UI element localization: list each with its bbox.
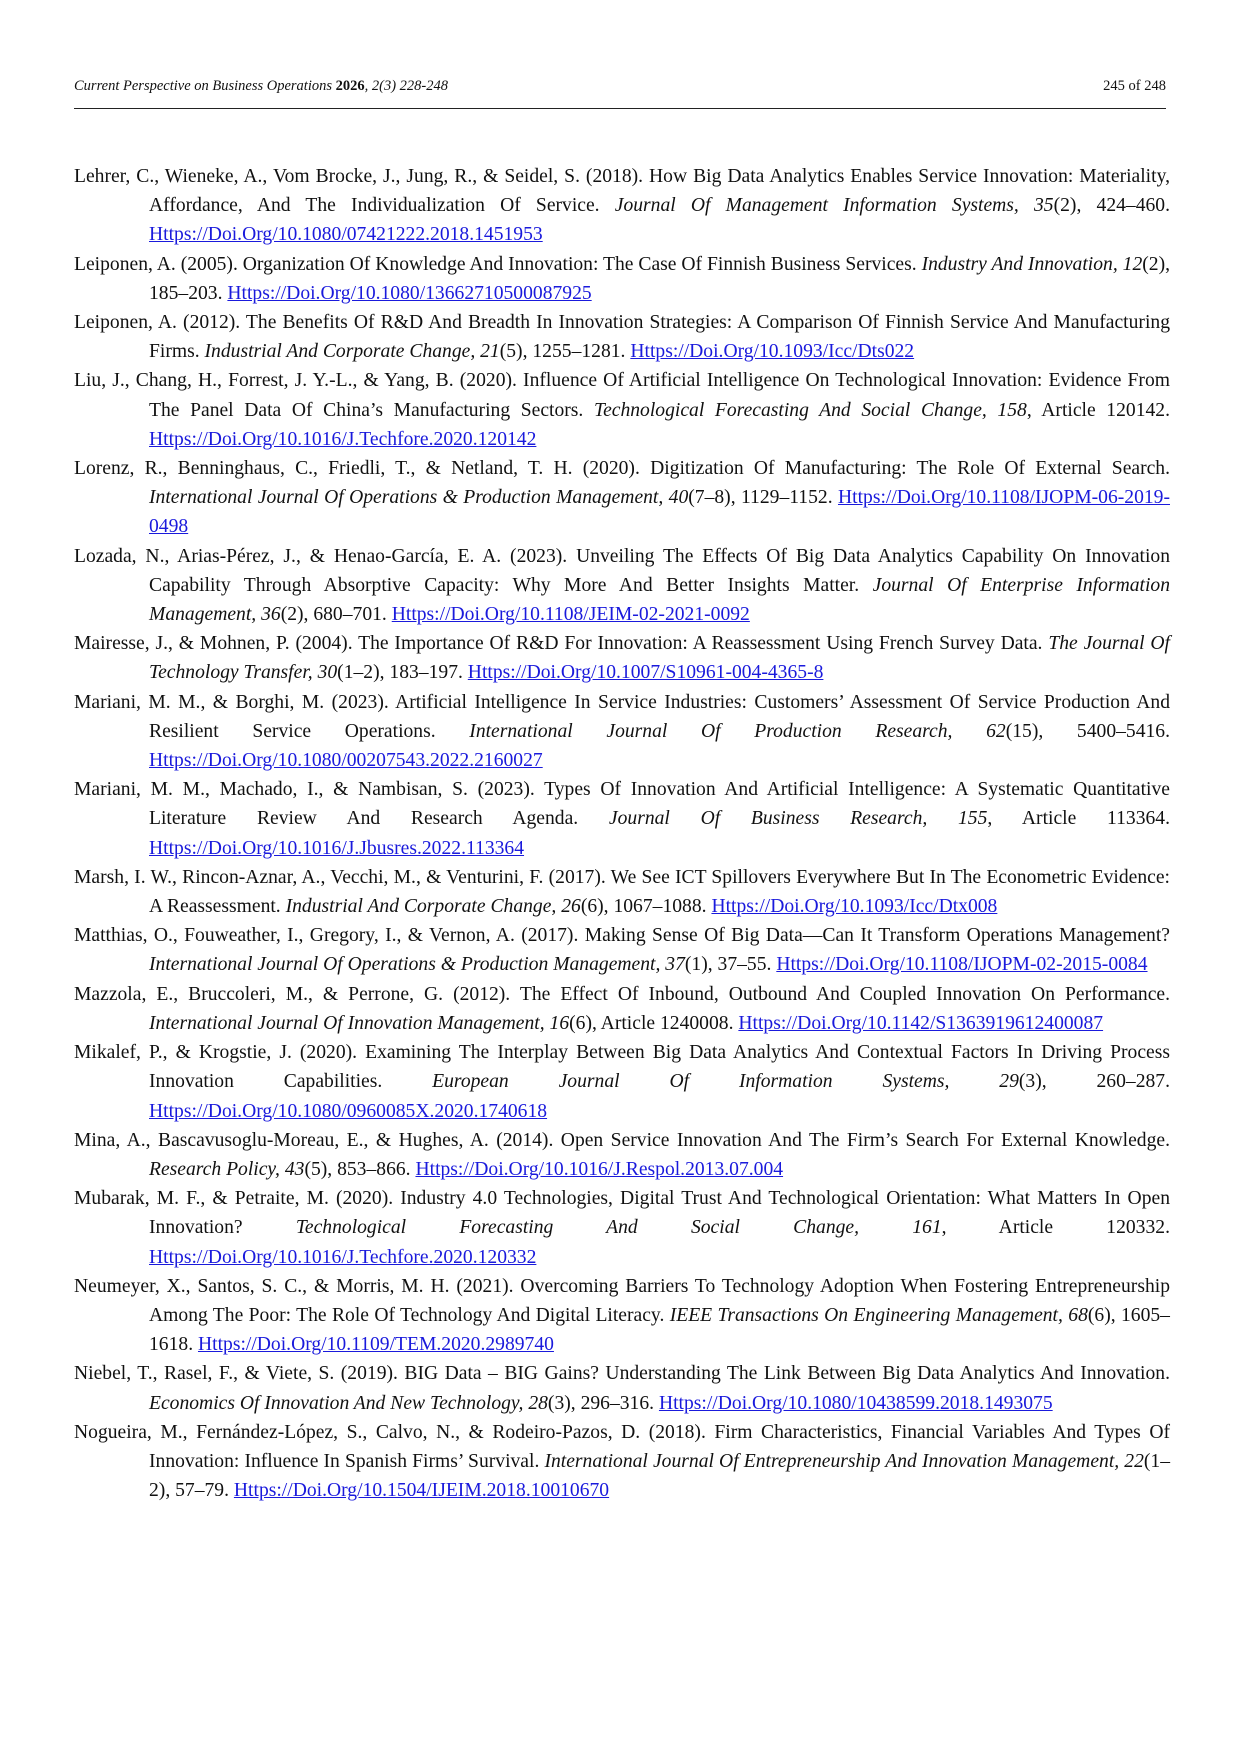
reference-entry: Leiponen, A. (2012). The Benefits Of R&D…: [74, 308, 1170, 366]
doi-link[interactable]: Https://Doi.Org/10.1016/J.Techfore.2020.…: [149, 428, 537, 450]
reference-entry: Neumeyer, X., Santos, S. C., & Morris, M…: [74, 1272, 1170, 1360]
doi-link[interactable]: Https://Doi.Org/10.1109/TEM.2020.2989740: [197, 1334, 554, 1356]
doi-link[interactable]: Https://Doi.Org/10.1108/IJOPM-06-2019-04…: [149, 487, 1170, 538]
reference-authors-title: Marsh, I. W., Rincon-Aznar, A., Vecchi, …: [74, 866, 1170, 918]
doi-link[interactable]: Https://Doi.Org/10.1080/0960085X.2020.17…: [149, 1100, 548, 1122]
reference-entry: Lozada, N., Arias-Pérez, J., & Henao-Gar…: [74, 542, 1170, 630]
reference-entry: Matthias, O., Fouweather, I., Gregory, I…: [74, 921, 1170, 979]
reference-details: (5), 853–866.: [304, 1158, 416, 1180]
reference-details: (15), 5400–5416.: [1005, 720, 1171, 742]
reference-details: (2), 424–460.: [1053, 195, 1171, 217]
reference-entry: Lorenz, R., Benninghaus, C., Friedli, T.…: [74, 454, 1170, 542]
doi-link[interactable]: Https://Doi.Org/10.1016/J.Techfore.2020.…: [149, 1246, 537, 1268]
reference-source: Journal Of Management Information System…: [614, 195, 1054, 217]
reference-authors-title: Niebel, T., Rasel, F., & Viete, S. (2019…: [74, 1363, 1170, 1385]
doi-link[interactable]: Https://Doi.Org/10.1093/Icc/Dts022: [630, 341, 915, 363]
reference-entry: Mariani, M. M., & Borghi, M. (2023). Art…: [74, 688, 1170, 776]
reference-entry: Mikalef, P., & Krogstie, J. (2020). Exam…: [74, 1038, 1170, 1126]
reference-authors-title: Leiponen, A. (2005). Organization Of Kno…: [74, 253, 922, 275]
reference-source: IEEE Transactions On Engineering Managem…: [669, 1304, 1088, 1326]
journal-title: Current Perspective on Business Operatio…: [74, 78, 333, 94]
reference-authors-title: Liu, J., Chang, H., Forrest, J. Y.-L., &…: [74, 370, 1170, 421]
reference-entry: Nogueira, M., Fernández-López, S., Calvo…: [74, 1418, 1170, 1506]
reference-details: (6), Article 1240008.: [569, 1012, 739, 1034]
reference-authors-title: Mina, A., Bascavusoglu-Moreau, E., & Hug…: [74, 1129, 1170, 1151]
reference-source: Industrial And Corporate Change, 21: [204, 341, 500, 363]
reference-entry: Niebel, T., Rasel, F., & Viete, S. (2019…: [74, 1359, 1170, 1417]
reference-entry: Mariani, M. M., Machado, I., & Nambisan,…: [74, 775, 1170, 863]
doi-link[interactable]: Https://Doi.Org/10.1080/10438599.2018.14…: [658, 1392, 1053, 1414]
reference-entry: Mairesse, J., & Mohnen, P. (2004). The I…: [74, 629, 1170, 687]
reference-authors-title: Mairesse, J., & Mohnen, P. (2004). The I…: [74, 633, 1049, 655]
reference-details: (6), 1067–1088.: [580, 896, 712, 918]
reference-entry: Liu, J., Chang, H., Forrest, J. Y.-L., &…: [74, 366, 1170, 454]
reference-source: International Journal Of Operations & Pr…: [149, 487, 689, 509]
reference-authors-title: Mubarak, M. F., & Petraite, M. (2020). I…: [74, 1188, 1170, 1239]
reference-authors-title: Neumeyer, X., Santos, S. C., & Morris, M…: [74, 1275, 1170, 1326]
doi-link[interactable]: Https://Doi.Org/10.1016/J.Respol.2013.07…: [415, 1158, 784, 1180]
doi-link[interactable]: Https://Doi.Org/10.1080/00207543.2022.21…: [149, 750, 543, 772]
reference-entry: Mina, A., Bascavusoglu-Moreau, E., & Hug…: [74, 1126, 1170, 1184]
reference-source: Technological Forecasting And Social Cha…: [593, 399, 1027, 421]
reference-details: (2), 185–203.: [149, 253, 1170, 304]
reference-source: International Journal Of Operations & Pr…: [149, 954, 685, 976]
doi-link[interactable]: Https://Doi.Org/10.1108/JEIM-02-2021-009…: [391, 604, 750, 626]
reference-source: Research Policy, 43: [149, 1158, 305, 1180]
reference-entry: Marsh, I. W., Rincon-Aznar, A., Vecchi, …: [74, 863, 1170, 921]
reference-authors-title: Mazzola, E., Bruccoleri, M., & Perrone, …: [74, 983, 1170, 1005]
volume-pages: , 2(3) 228-248: [364, 78, 449, 94]
reference-authors-title: Matthias, O., Fouweather, I., Gregory, I…: [74, 925, 1170, 947]
reference-details: (6), 1605–1618.: [149, 1304, 1170, 1356]
reference-details: (5), 1255–1281.: [499, 341, 631, 363]
reference-details: (2), 680–701.: [280, 604, 392, 626]
reference-entry: Mazzola, E., Bruccoleri, M., & Perrone, …: [74, 980, 1170, 1038]
reference-list: Lehrer, C., Wieneke, A., Vom Brocke, J.,…: [74, 162, 1170, 1505]
reference-source: Industry And Innovation, 12: [921, 253, 1143, 275]
reference-source: European Journal Of Information Systems,…: [432, 1071, 1019, 1093]
reference-source: International Journal Of Entrepreneurshi…: [544, 1450, 1144, 1472]
doi-link[interactable]: Https://Doi.Org/10.1016/J.Jbusres.2022.1…: [149, 837, 525, 859]
reference-details: (7–8), 1129–1152.: [688, 487, 838, 509]
reference-entry: Leiponen, A. (2005). Organization Of Kno…: [74, 250, 1170, 308]
reference-authors-title: Lozada, N., Arias-Pérez, J., & Henao-Gar…: [74, 545, 1170, 596]
reference-authors-title: Mikalef, P., & Krogstie, J. (2020). Exam…: [74, 1042, 1170, 1093]
page-number: 245 of 248: [1103, 78, 1166, 94]
reference-details: (1–2), 57–79.: [149, 1450, 1170, 1502]
reference-details: (1–2), 183–197.: [337, 662, 468, 684]
doi-link[interactable]: Https://Doi.Org/10.1142/S136391961240008…: [738, 1012, 1104, 1034]
doi-link[interactable]: Https://Doi.Org/10.1080/07421222.2018.14…: [149, 224, 543, 246]
reference-details: (1), 37–55.: [684, 954, 777, 976]
reference-authors-title: Mariani, M. M., & Borghi, M. (2023). Art…: [74, 691, 1170, 742]
reference-details: , Article 120142.: [1026, 399, 1170, 421]
reference-authors-title: Nogueira, M., Fernández-López, S., Calvo…: [74, 1421, 1170, 1472]
reference-details: (3), 260–287.: [1018, 1071, 1170, 1093]
reference-details: , Article 120332.: [941, 1217, 1170, 1239]
reference-source: International Journal Of Production Rese…: [469, 720, 1006, 742]
doi-link[interactable]: Https://Doi.Org/10.1504/IJEIM.2018.10010…: [233, 1480, 610, 1502]
reference-source: International Journal Of Innovation Mana…: [149, 1012, 570, 1034]
reference-details: (3), 296–316.: [547, 1392, 659, 1414]
reference-source: Economics Of Innovation And New Technolo…: [149, 1392, 548, 1414]
reference-details: , Article 113364.: [987, 808, 1170, 830]
reference-source: Technological Forecasting And Social Cha…: [295, 1217, 942, 1239]
reference-authors-title: Lorenz, R., Benninghaus, C., Friedli, T.…: [74, 458, 1170, 480]
doi-link[interactable]: Https://Doi.Org/10.1007/S10961-004-4365-…: [467, 662, 824, 684]
reference-entry: Lehrer, C., Wieneke, A., Vom Brocke, J.,…: [74, 162, 1170, 250]
reference-authors-title: Mariani, M. M., Machado, I., & Nambisan,…: [74, 779, 1170, 830]
reference-entry: Mubarak, M. F., & Petraite, M. (2020). I…: [74, 1184, 1170, 1272]
reference-source: Journal Of Enterprise Information Manage…: [149, 574, 1171, 626]
doi-link[interactable]: Https://Doi.Org/10.1093/Icc/Dtx008: [711, 896, 998, 918]
running-head: Current Perspective on Business Operatio…: [74, 78, 448, 95]
page-header: Current Perspective on Business Operatio…: [74, 78, 1166, 109]
reference-authors-title: Lehrer, C., Wieneke, A., Vom Brocke, J.,…: [74, 166, 1170, 217]
journal-year: 2026: [335, 78, 365, 94]
reference-source: Industrial And Corporate Change, 26: [285, 896, 581, 918]
reference-source: The Journal Of Technology Transfer, 30: [149, 633, 1170, 684]
doi-link[interactable]: Https://Doi.Org/10.1108/IJOPM-02-2015-00…: [776, 954, 1148, 976]
doi-link[interactable]: Https://Doi.Org/10.1080/1366271050008792…: [227, 282, 592, 304]
reference-authors-title: Leiponen, A. (2012). The Benefits Of R&D…: [74, 312, 1170, 363]
reference-source: Journal Of Business Research, 155: [608, 808, 988, 830]
